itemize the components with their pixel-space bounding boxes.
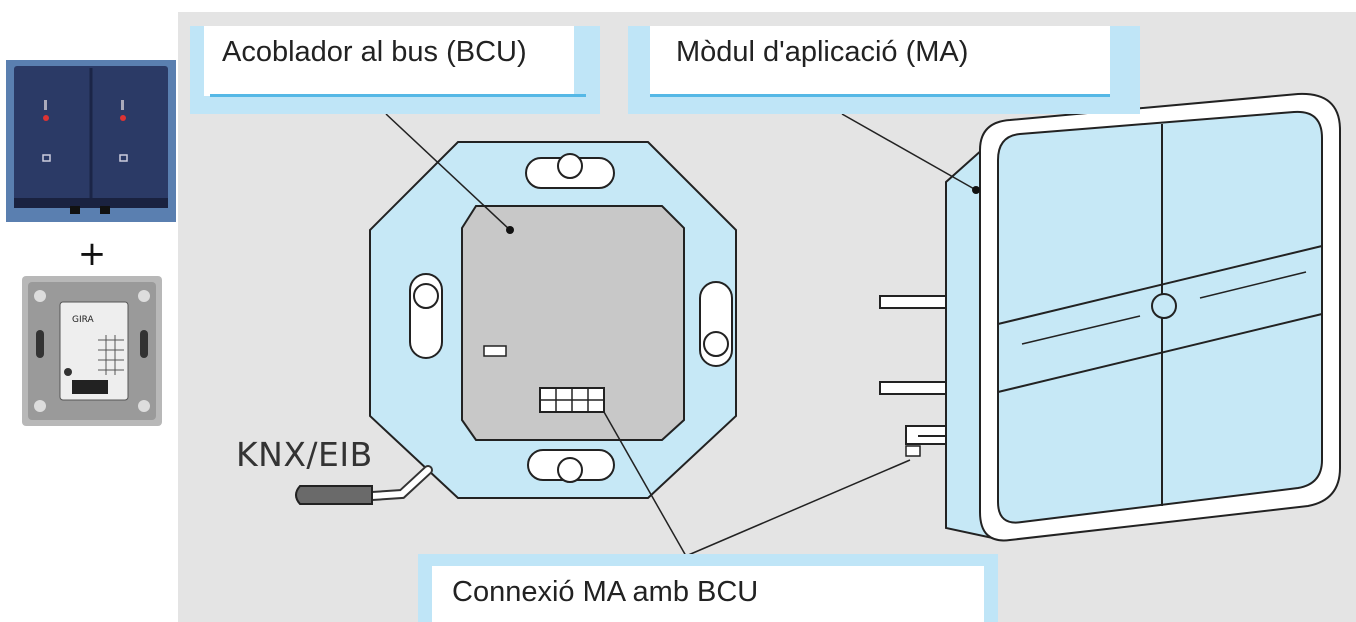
photo-push-button-switch (6, 60, 176, 222)
photo-bus-coupler: GIRA (22, 276, 162, 426)
bcu-module-body (461, 205, 685, 441)
connection-label-box: Connexió MA amb BCU (418, 554, 998, 622)
bcu-label-box: Acoblador al bus (BCU) (190, 26, 600, 114)
ma-pointer-dot (972, 186, 980, 194)
knx-cable-label: KNX/EIB (236, 435, 373, 474)
knx-cable (295, 465, 433, 505)
bcu-label: Acoblador al bus (BCU) (204, 26, 574, 96)
ma-module (879, 92, 1341, 542)
ma-label: Mòdul d'aplicació (MA) (650, 26, 1110, 96)
pointer-lines (385, 113, 977, 557)
plus-symbol: + (77, 234, 107, 274)
bcu-label-underline (210, 94, 586, 97)
bcu-connector (539, 387, 605, 413)
ma-label-underline (650, 94, 1110, 97)
ma-label-box: Mòdul d'aplicació (MA) (628, 26, 1140, 114)
photo-brand-text: GIRA (72, 315, 95, 325)
connection-label: Connexió MA amb BCU (432, 566, 984, 622)
bcu-pointer-dot (506, 226, 514, 234)
